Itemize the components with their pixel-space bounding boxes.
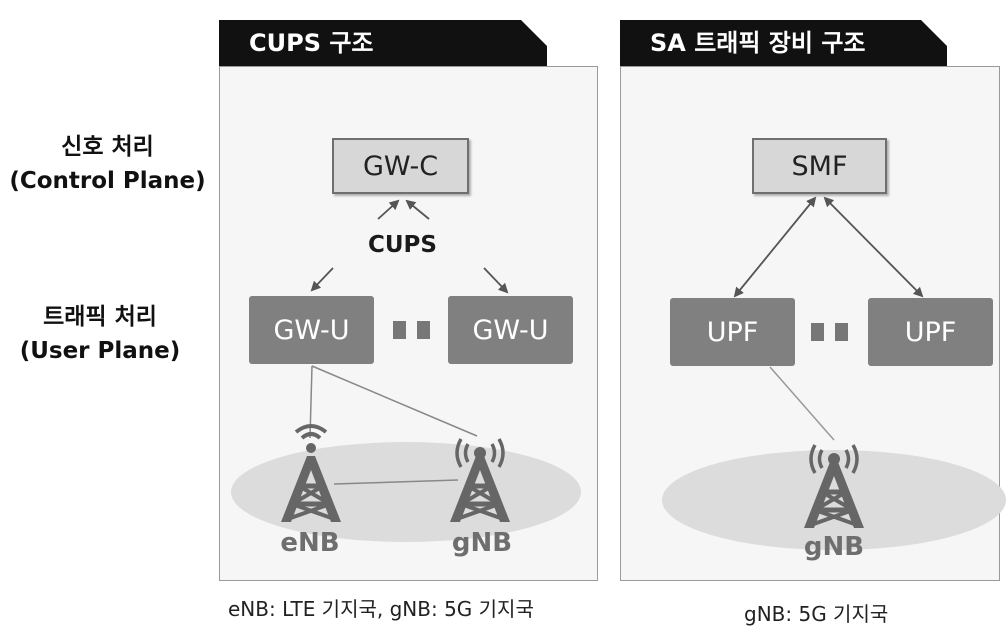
cups-coverage-area [231, 442, 581, 542]
control-plane-label-korean: 신호 처리 [61, 134, 154, 160]
upf-ellipsis-dot-1 [811, 323, 824, 341]
cups-arrow-1 [377, 199, 400, 220]
sa-panel-title: SA 트래픽 장비 구조 [650, 29, 866, 57]
sa-panel-tab: SA 트래픽 장비 구조 [620, 20, 947, 66]
gw-c-box: GW-C [332, 138, 469, 194]
cups-panel-title: CUPS 구조 [249, 29, 374, 57]
sa-gnb-label: gNB [803, 532, 865, 562]
cups-arrow-4 [483, 267, 509, 294]
user-plane-label-english: (User Plane) [19, 338, 181, 364]
cups-arrow-3 [310, 267, 334, 292]
upf-box-1: UPF [670, 298, 795, 366]
smf-upf-arrow-left [733, 196, 817, 298]
user-plane-label-korean: 트래픽 처리 [43, 304, 157, 330]
gw-u-ellipsis-dot-2 [417, 321, 430, 339]
enb-antenna-icon [281, 424, 341, 522]
upf-box-2: UPF [868, 298, 993, 366]
cups-gnb-antenna-icon [450, 438, 510, 522]
cups-arrow-2 [405, 199, 430, 220]
sa-tab-shape [620, 20, 947, 66]
cups-tab-shape [219, 20, 547, 66]
gw-u-box-2: GW-U [448, 296, 573, 364]
gw-u-ellipsis-dot-1 [393, 321, 406, 339]
upf-to-gnb-link [769, 366, 835, 441]
cups-panel-tab: CUPS 구조 [219, 20, 547, 66]
control-plane-label-english: (Control Plane) [9, 168, 206, 194]
cups-interface-label: CUPS [368, 232, 437, 258]
sa-caption: gNB: 5G 기지국 [744, 602, 889, 626]
gw-u-box-1: GW-U [249, 296, 374, 364]
cups-gnb-label: gNB [451, 528, 513, 558]
enb-label: eNB [280, 528, 340, 558]
smf-upf-arrow-right [823, 196, 924, 298]
enb-to-gnb-link [333, 479, 459, 485]
sa-gnb-antenna-icon [804, 444, 864, 528]
smf-box: SMF [752, 138, 887, 194]
cups-caption: eNB: LTE 기지국, gNB: 5G 기지국 [228, 597, 534, 621]
upf-ellipsis-dot-2 [835, 323, 848, 341]
control-plane-label: 신호 처리 (Control Plane) [0, 130, 215, 198]
user-plane-label: 트래픽 처리 (User Plane) [0, 300, 200, 368]
gwu-to-gnb-link [311, 365, 478, 437]
